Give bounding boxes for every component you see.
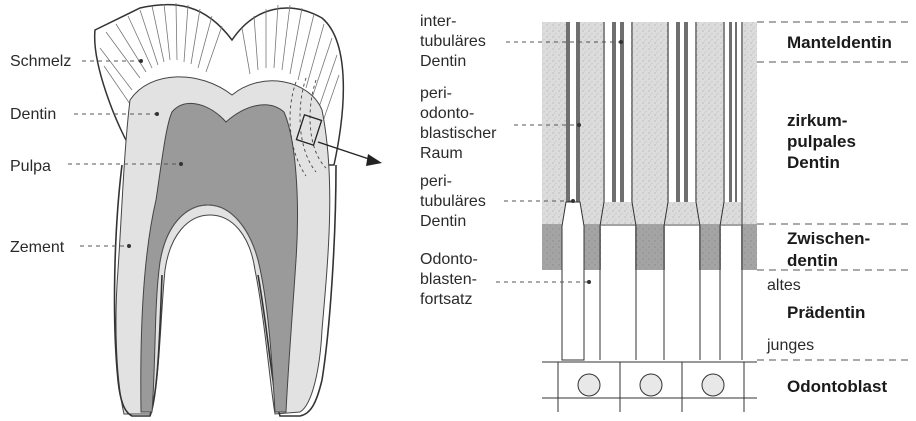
tubule-detail [542, 22, 757, 412]
label-odontoblastenfortsatz: Odonto- blasten- fortsatz [420, 251, 482, 308]
odontoblast-row [542, 362, 757, 412]
label-altes: altes [767, 277, 801, 294]
label-dentin: Dentin [10, 106, 56, 123]
zone-labels: Manteldentin zirkum- pulpales Dentin Zwi… [766, 33, 892, 396]
odontoblast-nucleus-1 [578, 374, 600, 396]
label-zirkumpulpales-dentin: zirkum- pulpales Dentin [787, 111, 861, 172]
label-peritubulaeres-dentin: peri- tubuläres Dentin [420, 173, 490, 230]
arrow-head [366, 154, 382, 166]
label-schmelz: Schmelz [10, 53, 71, 70]
odontoblast-nucleus-3 [702, 374, 724, 396]
label-manteldentin: Manteldentin [787, 33, 892, 52]
tooth [95, 3, 382, 416]
tubule-2 [600, 22, 636, 360]
label-praedentin: Prädentin [787, 303, 865, 322]
label-intertubulaeres-dentin: inter- tubuläres Dentin [420, 13, 490, 70]
label-odontoblast: Odontoblast [787, 377, 887, 396]
label-zwischendentin: Zwischen- dentin [787, 229, 875, 270]
label-zement: Zement [10, 239, 65, 256]
label-periodontoblastischer-raum: peri- odonto- blastischer Raum [420, 85, 501, 162]
odontoblast-nucleus-2 [640, 374, 662, 396]
label-pulpa: Pulpa [10, 158, 51, 175]
tubule-3 [664, 22, 700, 360]
label-junges: junges [766, 337, 814, 354]
